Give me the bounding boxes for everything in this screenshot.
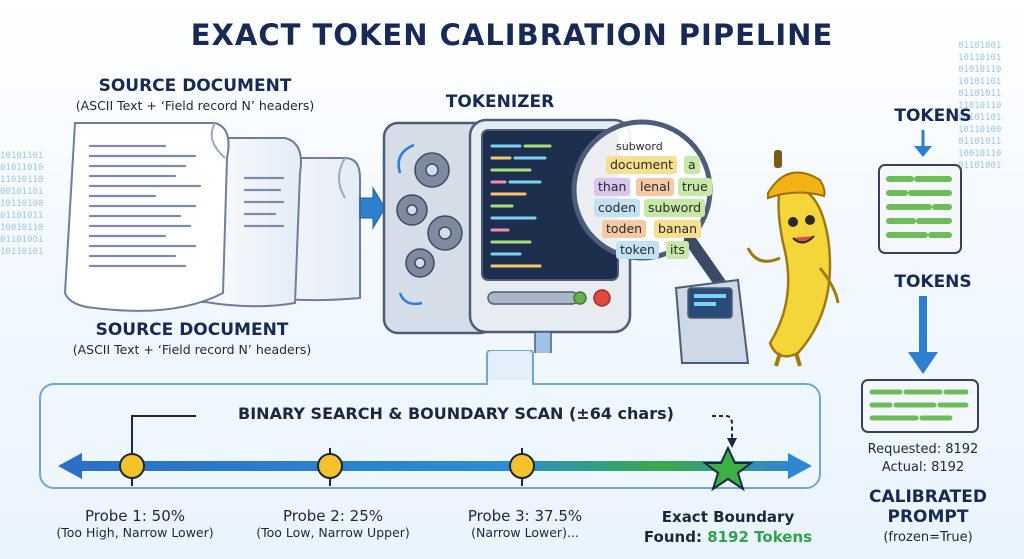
token-chip: banan xyxy=(654,220,702,238)
token-chip: true xyxy=(678,178,712,196)
document-scroll-illustration xyxy=(63,122,385,312)
probe-title: Probe 2: 25% xyxy=(282,507,384,525)
calibrated-line-2: PROMPT xyxy=(887,507,969,527)
source-document-heading: SOURCE DOCUMENT xyxy=(98,76,292,96)
tokens-top-label: TOKENS xyxy=(894,106,972,126)
binary-decoration-left: 10101101 01011010 11010110 00101101 1011… xyxy=(0,151,44,257)
probe-note: (Narrow Lower)... xyxy=(471,525,579,540)
token-chip: a xyxy=(684,156,700,174)
arrow-down-icon xyxy=(914,130,932,157)
result-line-1: Exact Boundary xyxy=(661,508,795,526)
probe-3: Probe 3: 37.5% (Narrow Lower)... xyxy=(420,507,630,540)
source-document-heading-2: SOURCE DOCUMENT xyxy=(95,320,289,340)
source-document-top: SOURCE DOCUMENT (ASCII Text + ‘Field rec… xyxy=(30,76,360,113)
token-list-card xyxy=(878,164,962,254)
token-chip: coden xyxy=(594,199,641,217)
star-icon xyxy=(702,445,754,492)
calibrated-prompt-label: CALIBRATED PROMPT xyxy=(838,487,1018,527)
probe-title: Probe 1: 50% xyxy=(84,507,186,525)
gear-icon xyxy=(396,152,463,278)
arrow-down-icon xyxy=(908,296,938,374)
binary-search-panel xyxy=(39,350,821,492)
actual-count: Actual: 8192 xyxy=(881,460,965,475)
token-chip: subword xyxy=(616,140,663,153)
page-title: EXACT TOKEN CALIBRATION PIPELINE xyxy=(190,18,834,52)
probe-note: (Too High, Narrow Lower) xyxy=(56,525,214,540)
binary-search-label: BINARY SEARCH & BOUNDARY SCAN (±64 chars… xyxy=(238,404,674,423)
result-found-prefix: Found: xyxy=(643,528,708,546)
token-chip: subword xyxy=(644,199,706,217)
frozen-flag: (frozen=True) xyxy=(883,530,973,545)
probe-title: Probe 3: 37.5% xyxy=(467,507,583,525)
tokens-mid-label: TOKENS xyxy=(894,272,972,292)
token-chip: document xyxy=(606,156,678,174)
source-document-bottom: SOURCE DOCUMENT (ASCII Text + ‘Field rec… xyxy=(22,320,362,357)
token-chip: token xyxy=(616,241,659,259)
probe-2: Probe 2: 25% (Too Low, Narrow Upper) xyxy=(228,507,438,540)
token-chip: toden xyxy=(602,220,647,238)
banana-mascot-illustration xyxy=(674,150,840,367)
binary-decoration-right: 01101001 10110101 01010110 10101101 0110… xyxy=(958,41,1002,171)
token-chip: lenal xyxy=(636,178,675,196)
calibrated-token-card xyxy=(861,379,979,433)
calibrated-line-1: CALIBRATED xyxy=(869,487,987,507)
probe-note: (Too Low, Narrow Upper) xyxy=(256,525,410,540)
source-document-subtitle-2: (ASCII Text + ‘Field record N’ headers) xyxy=(72,342,312,357)
probe-1: Probe 1: 50% (Too High, Narrow Lower) xyxy=(30,507,240,540)
tokenizer-label: TOKENIZER xyxy=(445,92,555,112)
magnifier-token-chips: subword document a than lenal true coden… xyxy=(590,136,720,266)
token-chip: its xyxy=(666,241,689,259)
requested-count: Requested: 8192 xyxy=(867,442,979,457)
result-found-value: 8192 Tokens xyxy=(707,528,813,546)
exact-boundary-result: Exact Boundary Found: 8192 Tokens xyxy=(618,507,838,547)
source-document-subtitle: (ASCII Text + ‘Field record N’ headers) xyxy=(75,98,315,113)
token-chip: than xyxy=(594,178,631,196)
token-count-summary: Requested: 8192 Actual: 8192 xyxy=(838,441,1008,477)
